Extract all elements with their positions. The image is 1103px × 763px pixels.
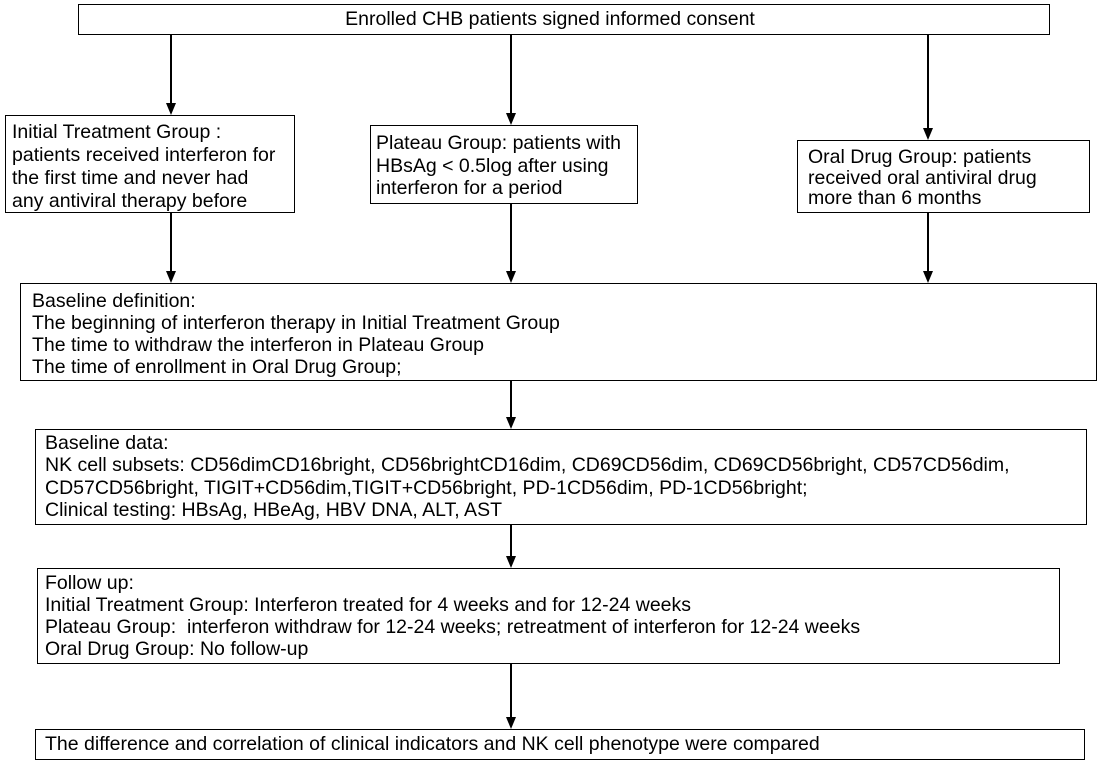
baseline-data-box: Baseline data: NK cell subsets: CD56dimC… xyxy=(35,429,1087,525)
baseline-definition-line-oral: The time of enrollment in Oral Drug Grou… xyxy=(32,356,402,378)
arrow-baseline-definition-to-baseline-data xyxy=(506,381,516,429)
baseline-definition-line-plateau: The time to withdraw the interferon in P… xyxy=(32,334,484,356)
arrow-enroll-to-plateau xyxy=(506,35,516,125)
initial-group-line-2: patients received interferon for xyxy=(12,144,276,166)
enrollment-box: Enrolled CHB patients signed informed co… xyxy=(78,4,1050,35)
plateau-group-line-2: HBsAg < 0.5log after using xyxy=(376,154,609,177)
initial-group-line-1: Initial Treatment Group : xyxy=(12,121,222,143)
arrow-initial-to-baseline-definition xyxy=(166,213,176,283)
baseline-definition-line-initial: The beginning of interferon therapy in I… xyxy=(32,312,560,334)
initial-treatment-group-box: Initial Treatment Group : patients recei… xyxy=(5,115,295,213)
arrow-oral-to-baseline-definition xyxy=(923,213,933,283)
follow-up-box: Follow up: Initial Treatment Group: Inte… xyxy=(37,568,1060,664)
arrow-follow-up-to-outcome xyxy=(506,664,516,729)
arrow-enroll-to-initial xyxy=(166,35,176,115)
initial-group-line-4: any antiviral therapy before xyxy=(12,190,248,212)
follow-up-heading: Follow up: xyxy=(45,572,134,594)
oral-group-line-2: received oral antiviral drug xyxy=(808,166,1037,189)
baseline-definition-heading: Baseline definition: xyxy=(32,290,196,312)
baseline-definition-box: Baseline definition: The beginning of in… xyxy=(20,283,1097,381)
arrow-plateau-to-baseline-definition xyxy=(506,204,516,283)
arrow-baseline-data-to-follow-up xyxy=(506,525,516,568)
oral-group-line-3: more than 6 months xyxy=(808,187,982,209)
initial-group-line-3: the first time and never had xyxy=(12,167,249,189)
outcome-text: The difference and correlation of clinic… xyxy=(45,733,820,755)
outcome-box: The difference and correlation of clinic… xyxy=(35,729,1085,760)
enrollment-text: Enrolled CHB patients signed informed co… xyxy=(345,8,755,30)
follow-up-oral-group: Oral Drug Group: No follow-up xyxy=(45,638,309,660)
plateau-group-line-1: Plateau Group: patients with xyxy=(376,132,621,154)
oral-group-line-1: Oral Drug Group: patients xyxy=(808,146,1032,168)
baseline-data-nk-subsets-line-2: CD57CD56bright, TIGIT+CD56dim,TIGIT+CD56… xyxy=(45,476,808,499)
baseline-data-heading: Baseline data: xyxy=(45,432,169,454)
arrow-enroll-to-oral xyxy=(923,35,933,140)
baseline-data-clinical-testing: Clinical testing: HBsAg, HBeAg, HBV DNA,… xyxy=(45,498,502,521)
follow-up-plateau-group: Plateau Group: interferon withdraw for 1… xyxy=(45,616,861,638)
baseline-data-nk-subsets-line-1: NK cell subsets: CD56dimCD16bright, CD56… xyxy=(45,454,1010,477)
plateau-group-line-3: interferon for a period xyxy=(376,177,563,199)
follow-up-initial-group: Initial Treatment Group: Interferon trea… xyxy=(45,594,692,616)
plateau-group-box: Plateau Group: patients with HBsAg < 0.5… xyxy=(370,125,638,204)
oral-drug-group-box: Oral Drug Group: patients received oral … xyxy=(797,140,1090,213)
